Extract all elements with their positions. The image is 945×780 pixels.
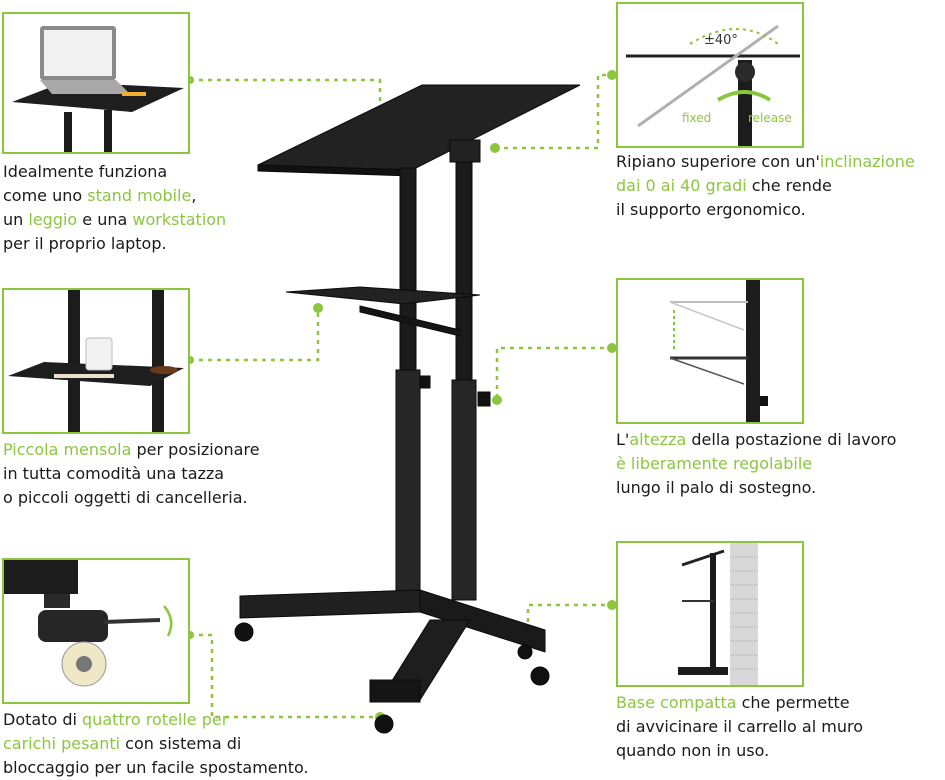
highlight-text: altezza — [629, 430, 687, 449]
panel-tilt-image: ±40° fixed release — [616, 2, 804, 148]
caption-line: o piccoli oggetti di cancelleria. — [3, 486, 260, 510]
caption-text: della postazione di lavoro — [686, 430, 897, 449]
panel-base-image — [616, 541, 804, 687]
caption-line: L'altezza della postazione di lavoro — [616, 428, 896, 452]
caption-text: come uno — [3, 186, 88, 205]
caption-line: lungo il palo di sostegno. — [616, 476, 896, 500]
caption-height: L'altezza della postazione di lavoro è li… — [616, 428, 896, 500]
caption-line: quando non in uso. — [616, 739, 863, 763]
caption-text: bloccaggio per un facile spostamento. — [3, 758, 309, 777]
caption-text: di avvicinare il carrello al muro — [616, 717, 864, 736]
highlight-text: quattro rotelle per — [82, 710, 229, 729]
highlight-text: Piccola mensola — [3, 440, 132, 459]
caption-line: dai 0 ai 40 gradi che rende — [616, 174, 915, 198]
tilt-angle-label: ±40° — [704, 33, 738, 48]
caption-text: e una — [77, 210, 133, 229]
caption-line: di avvicinare il carrello al muro — [616, 715, 863, 739]
caption-line: bloccaggio per un facile spostamento. — [3, 756, 309, 780]
highlight-text: stand mobile — [87, 186, 192, 205]
panel-height-image — [616, 278, 804, 424]
tilt-fixed-label: fixed — [682, 111, 711, 125]
laptop-on-stand-image — [12, 26, 184, 152]
small-shelf-image — [8, 290, 184, 432]
mobile-stand — [234, 84, 581, 734]
caption-base: Base compatta che permette di avvicinare … — [616, 691, 863, 763]
caption-text: o piccoli oggetti di cancelleria. — [3, 488, 248, 507]
caption-text: che rende — [746, 176, 832, 195]
height-adjust-image — [669, 280, 768, 422]
tilt-top-image: ±40° fixed release — [626, 24, 800, 146]
highlight-text: leggio — [28, 210, 78, 229]
caption-line: Base compatta che permette — [616, 691, 863, 715]
panel-wheels-image — [2, 558, 190, 704]
caption-text: Dotato di — [3, 710, 83, 729]
caption-line: in tutta comodità una tazza — [3, 462, 260, 486]
caption-text: L' — [616, 430, 630, 449]
highlight-text: Base compatta — [616, 693, 737, 712]
panel-shelf-image — [2, 288, 190, 434]
caption-laptop: Idealmente funziona come uno stand mobile… — [3, 160, 226, 256]
compact-base-wall-image — [678, 543, 758, 685]
caption-text: il supporto ergonomico. — [616, 200, 806, 219]
caption-line: Piccola mensola per posizionare — [3, 438, 260, 462]
caption-text: per il proprio laptop. — [3, 234, 167, 253]
caption-line: Ripiano superiore con un'inclinazione — [616, 150, 915, 174]
caption-text: lungo il palo di sostegno. — [616, 478, 817, 497]
caption-line: il supporto ergonomico. — [616, 198, 915, 222]
caption-line: carichi pesanti con sistema di — [3, 732, 309, 756]
caption-line: Dotato di quattro rotelle per — [3, 708, 309, 732]
highlight-text: carichi pesanti — [3, 734, 121, 753]
caption-text: , — [191, 186, 197, 205]
caption-text: un — [3, 210, 29, 229]
caption-text: quando non in uso. — [616, 741, 770, 760]
caption-text: che permette — [736, 693, 850, 712]
caption-line: Idealmente funziona — [3, 160, 226, 184]
caption-line: come uno stand mobile, — [3, 184, 226, 208]
tilt-release-label: release — [748, 111, 792, 125]
highlight-text: inclinazione — [819, 152, 915, 171]
caption-shelf: Piccola mensola per posizionare in tutta … — [3, 438, 260, 510]
caption-text: in tutta comodità una tazza — [3, 464, 225, 483]
caption-line: un leggio e una workstation — [3, 208, 226, 232]
caption-text: con sistema di — [120, 734, 242, 753]
caster-wheel-image — [4, 560, 173, 687]
panel-laptop-image — [2, 12, 190, 154]
caption-text: per posizionare — [131, 440, 260, 459]
highlight-text: è liberamente regolabile — [616, 454, 813, 473]
highlight-text: dai 0 ai 40 gradi — [616, 176, 747, 195]
caption-line: è liberamente regolabile — [616, 452, 896, 476]
caption-text: Ripiano superiore con un' — [616, 152, 820, 171]
highlight-text: workstation — [132, 210, 227, 229]
caption-line: per il proprio laptop. — [3, 232, 226, 256]
caption-text: Idealmente funziona — [3, 162, 168, 181]
